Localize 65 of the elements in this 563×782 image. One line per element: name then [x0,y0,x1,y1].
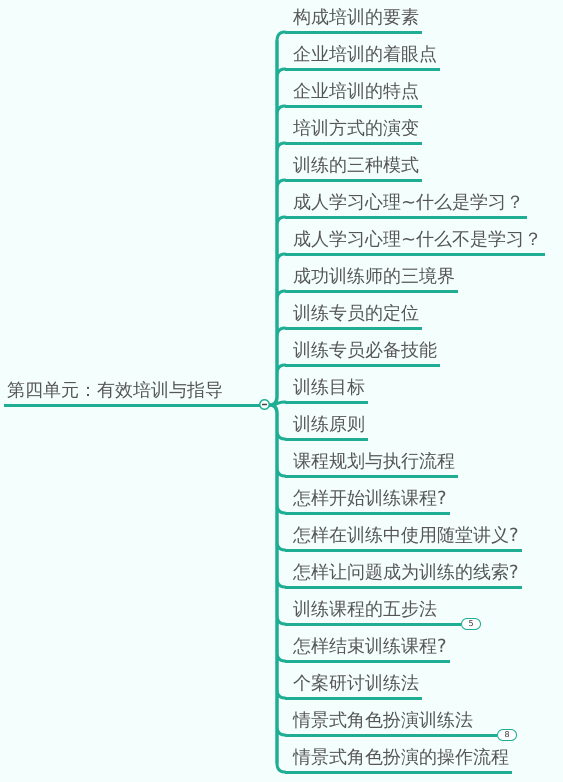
branch-line [276,688,286,700]
count-badge: 8 [497,729,517,741]
subtopic [285,561,522,589]
branch-line [276,502,286,514]
topic-label: 成人学习心理~什么不是学习？ [293,229,542,250]
subtopic [285,6,422,34]
central-topic [4,379,270,407]
topic-label: 训练课程的五步法 [293,599,437,620]
subtopic [285,487,450,515]
branch-line [276,178,286,190]
topic-label: 课程规划与执行流程 [293,451,455,472]
subtopic [285,524,522,552]
subtopic [285,191,528,219]
branch-line [276,650,286,662]
branch-line [276,216,286,228]
subtopic [285,265,458,293]
topic-label: 培训方式的演变 [293,118,419,139]
topic-label: 情景式角色扮演的操作流程 [293,747,509,768]
topic-label: 训练的三种模式 [293,155,419,176]
branch-line [276,614,286,626]
subtopic [285,746,512,774]
branch-line [276,104,286,116]
branch-line [276,540,286,552]
topic-label: 怎样结束训练课程? [293,636,447,657]
subtopic [285,43,440,71]
topic-label: 怎样在训练中使用随堂讲义? [293,525,519,546]
trunk-line [268,403,279,765]
subtopic [285,117,422,145]
topic-label: 构成培训的要素 [293,7,419,28]
branch-line [276,428,286,440]
branch-line [276,30,286,42]
branch-line [276,762,286,774]
topic-label: 训练原则 [293,414,365,435]
subtopic [285,80,422,108]
topic-label: 成人学习心理~什么是学习？ [293,192,524,213]
branch-line [276,466,286,478]
subtopic [285,672,422,700]
topic-label: 怎样让问题成为训练的线索? [293,562,519,583]
subtopic [285,154,422,182]
branch-line [276,142,286,154]
subtopic [285,413,368,441]
subtopic [285,302,422,330]
topic-label: 企业培训的特点 [293,81,419,102]
topic-label: 训练目标 [293,377,365,398]
branch-line [276,326,286,338]
topic-label: 训练专员必备技能 [293,340,437,361]
topic-label: 个案研讨训练法 [293,673,419,694]
count-badge: 5 [461,618,481,630]
branch-line [276,364,286,376]
branch-line [276,576,286,588]
subtopic [285,228,546,256]
topic-label: 情景式角色扮演训练法 [293,710,473,731]
topic-label: 第四单元：有效培训与指导 [7,380,223,401]
topic-label: 训练专员的定位 [293,303,419,324]
topic-label: 企业培训的着眼点 [293,44,437,65]
branch-line [276,252,286,264]
branch-line [276,290,286,302]
topic-label: 怎样开始训练课程? [293,488,447,509]
subtopic [285,339,440,367]
subtopic [285,450,458,478]
branch-line [276,724,286,736]
branch-line [276,68,286,80]
subtopic [285,635,450,663]
topic-label: 成功训练师的三境界 [293,266,455,287]
subtopic [285,376,368,404]
